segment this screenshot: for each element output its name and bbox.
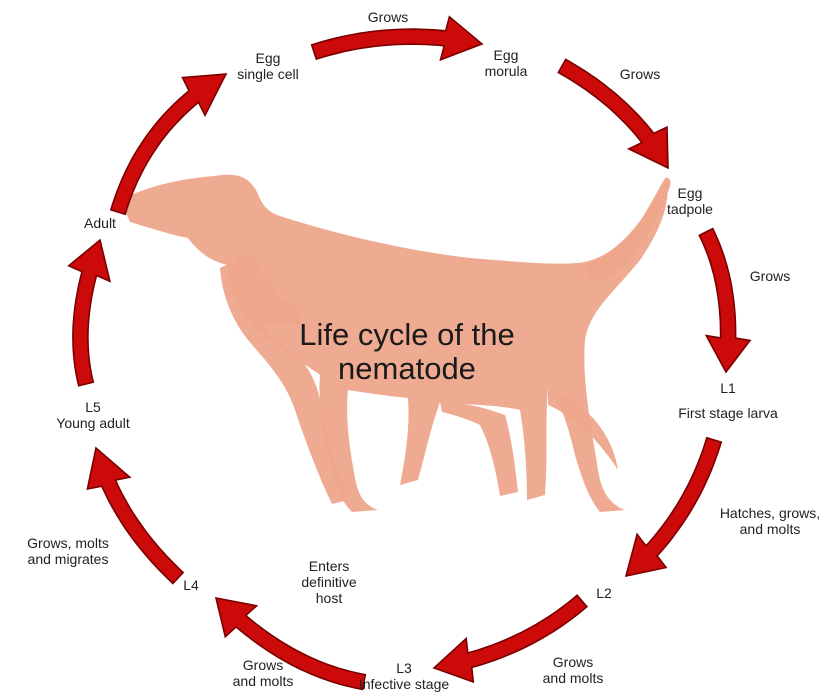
arrow-tadpole-to-l1 [699, 229, 750, 372]
stage-egg-morula: Egg morula [485, 47, 528, 79]
stage-l1: L1 First stage larva [678, 380, 778, 421]
label-grows-and-molts-l3: Grows and molts [233, 657, 294, 689]
stage-l3: L3 Infective stage [359, 660, 449, 692]
stage-l4: L4 [183, 577, 199, 593]
stage-egg-single-cell: Egg single cell [237, 50, 298, 82]
label-hatches-grows-molts: Hatches, grows, and molts [720, 505, 820, 537]
stage-l2: L2 [596, 585, 612, 601]
label-grows-upper-right: Grows [620, 66, 660, 82]
stage-egg-tadpole: Egg tadpole [667, 185, 713, 217]
label-enters-definitive-host: Enters definitive host [301, 558, 356, 606]
stage-l5: L5 Young adult [56, 399, 129, 431]
cat-back-leg [440, 402, 518, 496]
title-line-1: Life cycle of the [299, 318, 514, 352]
stage-adult: Adult [84, 215, 116, 231]
label-grows-top: Grows [368, 9, 408, 25]
diagram-title: Life cycle of the nematode [299, 318, 514, 386]
arrow-l1-to-l2 [626, 438, 721, 576]
label-grows-molts-migrates: Grows, molts and migrates [27, 535, 109, 567]
label-grows-and-molts-l2: Grows and molts [543, 654, 604, 686]
title-line-2: nematode [299, 352, 514, 386]
label-grows-right: Grows [750, 268, 790, 284]
arrow-l5-to-adult [69, 240, 110, 386]
